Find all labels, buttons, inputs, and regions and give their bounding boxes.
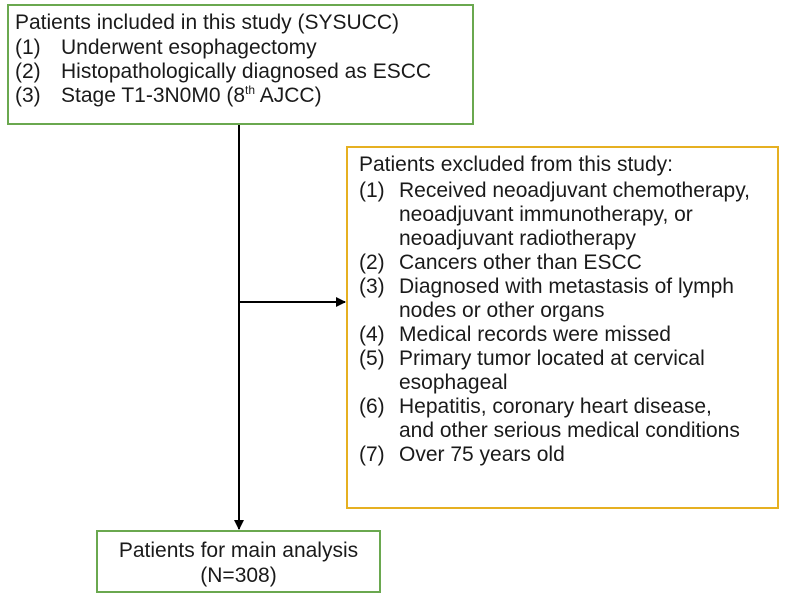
main-analysis-box: Patients for main analysis (N=308) [96, 530, 381, 593]
stage-text: Stage T1-3N0M0 (8 [61, 84, 246, 107]
item-number: (7) [359, 443, 385, 466]
item-text: Diagnosed with metastasis of lymph nodes… [399, 275, 734, 322]
item-text: Underwent esophagectomy [61, 36, 317, 59]
exclusion-title: Patients excluded from this study: [359, 153, 673, 176]
inclusion-item: (3) Stage T1-3N0M0 (8th AJCC) [15, 84, 472, 108]
item-number: (4) [359, 323, 385, 346]
item-text: Received neoadjuvant chemotherapy, neoad… [399, 179, 751, 250]
exclusion-item: (7) Over 75 years old [359, 443, 777, 467]
exclusion-item: (3) Diagnosed with metastasis of lymph n… [359, 275, 777, 323]
inclusion-title: Patients included in this study (SYSUCC) [15, 11, 399, 34]
item-number: (2) [15, 60, 41, 83]
exclusion-item: (4) Medical records were missed [359, 323, 777, 347]
edition-superscript: th [245, 83, 256, 97]
main-analysis-count: (N=308) [200, 564, 277, 587]
item-number: (1) [359, 179, 385, 202]
item-text: Hepatitis, coronary heart disease, and o… [399, 395, 740, 442]
item-text: Cancers other than ESCC [399, 251, 642, 274]
inclusion-item: (1) Underwent esophagectomy [15, 36, 472, 60]
ajcc-text: AJCC) [255, 84, 322, 107]
exclusion-item: (2) Cancers other than ESCC [359, 251, 777, 275]
inclusion-item: (2) Histopathologically diagnosed as ESC… [15, 60, 472, 84]
item-number: (3) [15, 84, 41, 107]
main-analysis-label: Patients for main analysis [118, 539, 359, 562]
item-text: Medical records were missed [399, 323, 671, 346]
item-number: (6) [359, 395, 385, 418]
item-text: Primary tumor located at cervical esopha… [399, 347, 705, 394]
item-number: (5) [359, 347, 385, 370]
item-text: Histopathologically diagnosed as ESCC [61, 60, 432, 83]
exclusion-item: (5) Primary tumor located at cervical es… [359, 347, 777, 395]
item-text: Over 75 years old [399, 443, 565, 466]
item-text: Stage T1-3N0M0 (8th AJCC) [61, 84, 322, 108]
item-number: (2) [359, 251, 385, 274]
exclusion-criteria-box: Patients excluded from this study: (1) R… [346, 146, 779, 509]
exclusion-item: (6) Hepatitis, coronary heart disease, a… [359, 395, 777, 443]
item-number: (3) [359, 275, 385, 298]
inclusion-criteria-box: Patients included in this study (SYSUCC)… [7, 4, 474, 125]
item-number: (1) [15, 36, 41, 59]
exclusion-item: (1) Received neoadjuvant chemotherapy, n… [359, 179, 777, 251]
